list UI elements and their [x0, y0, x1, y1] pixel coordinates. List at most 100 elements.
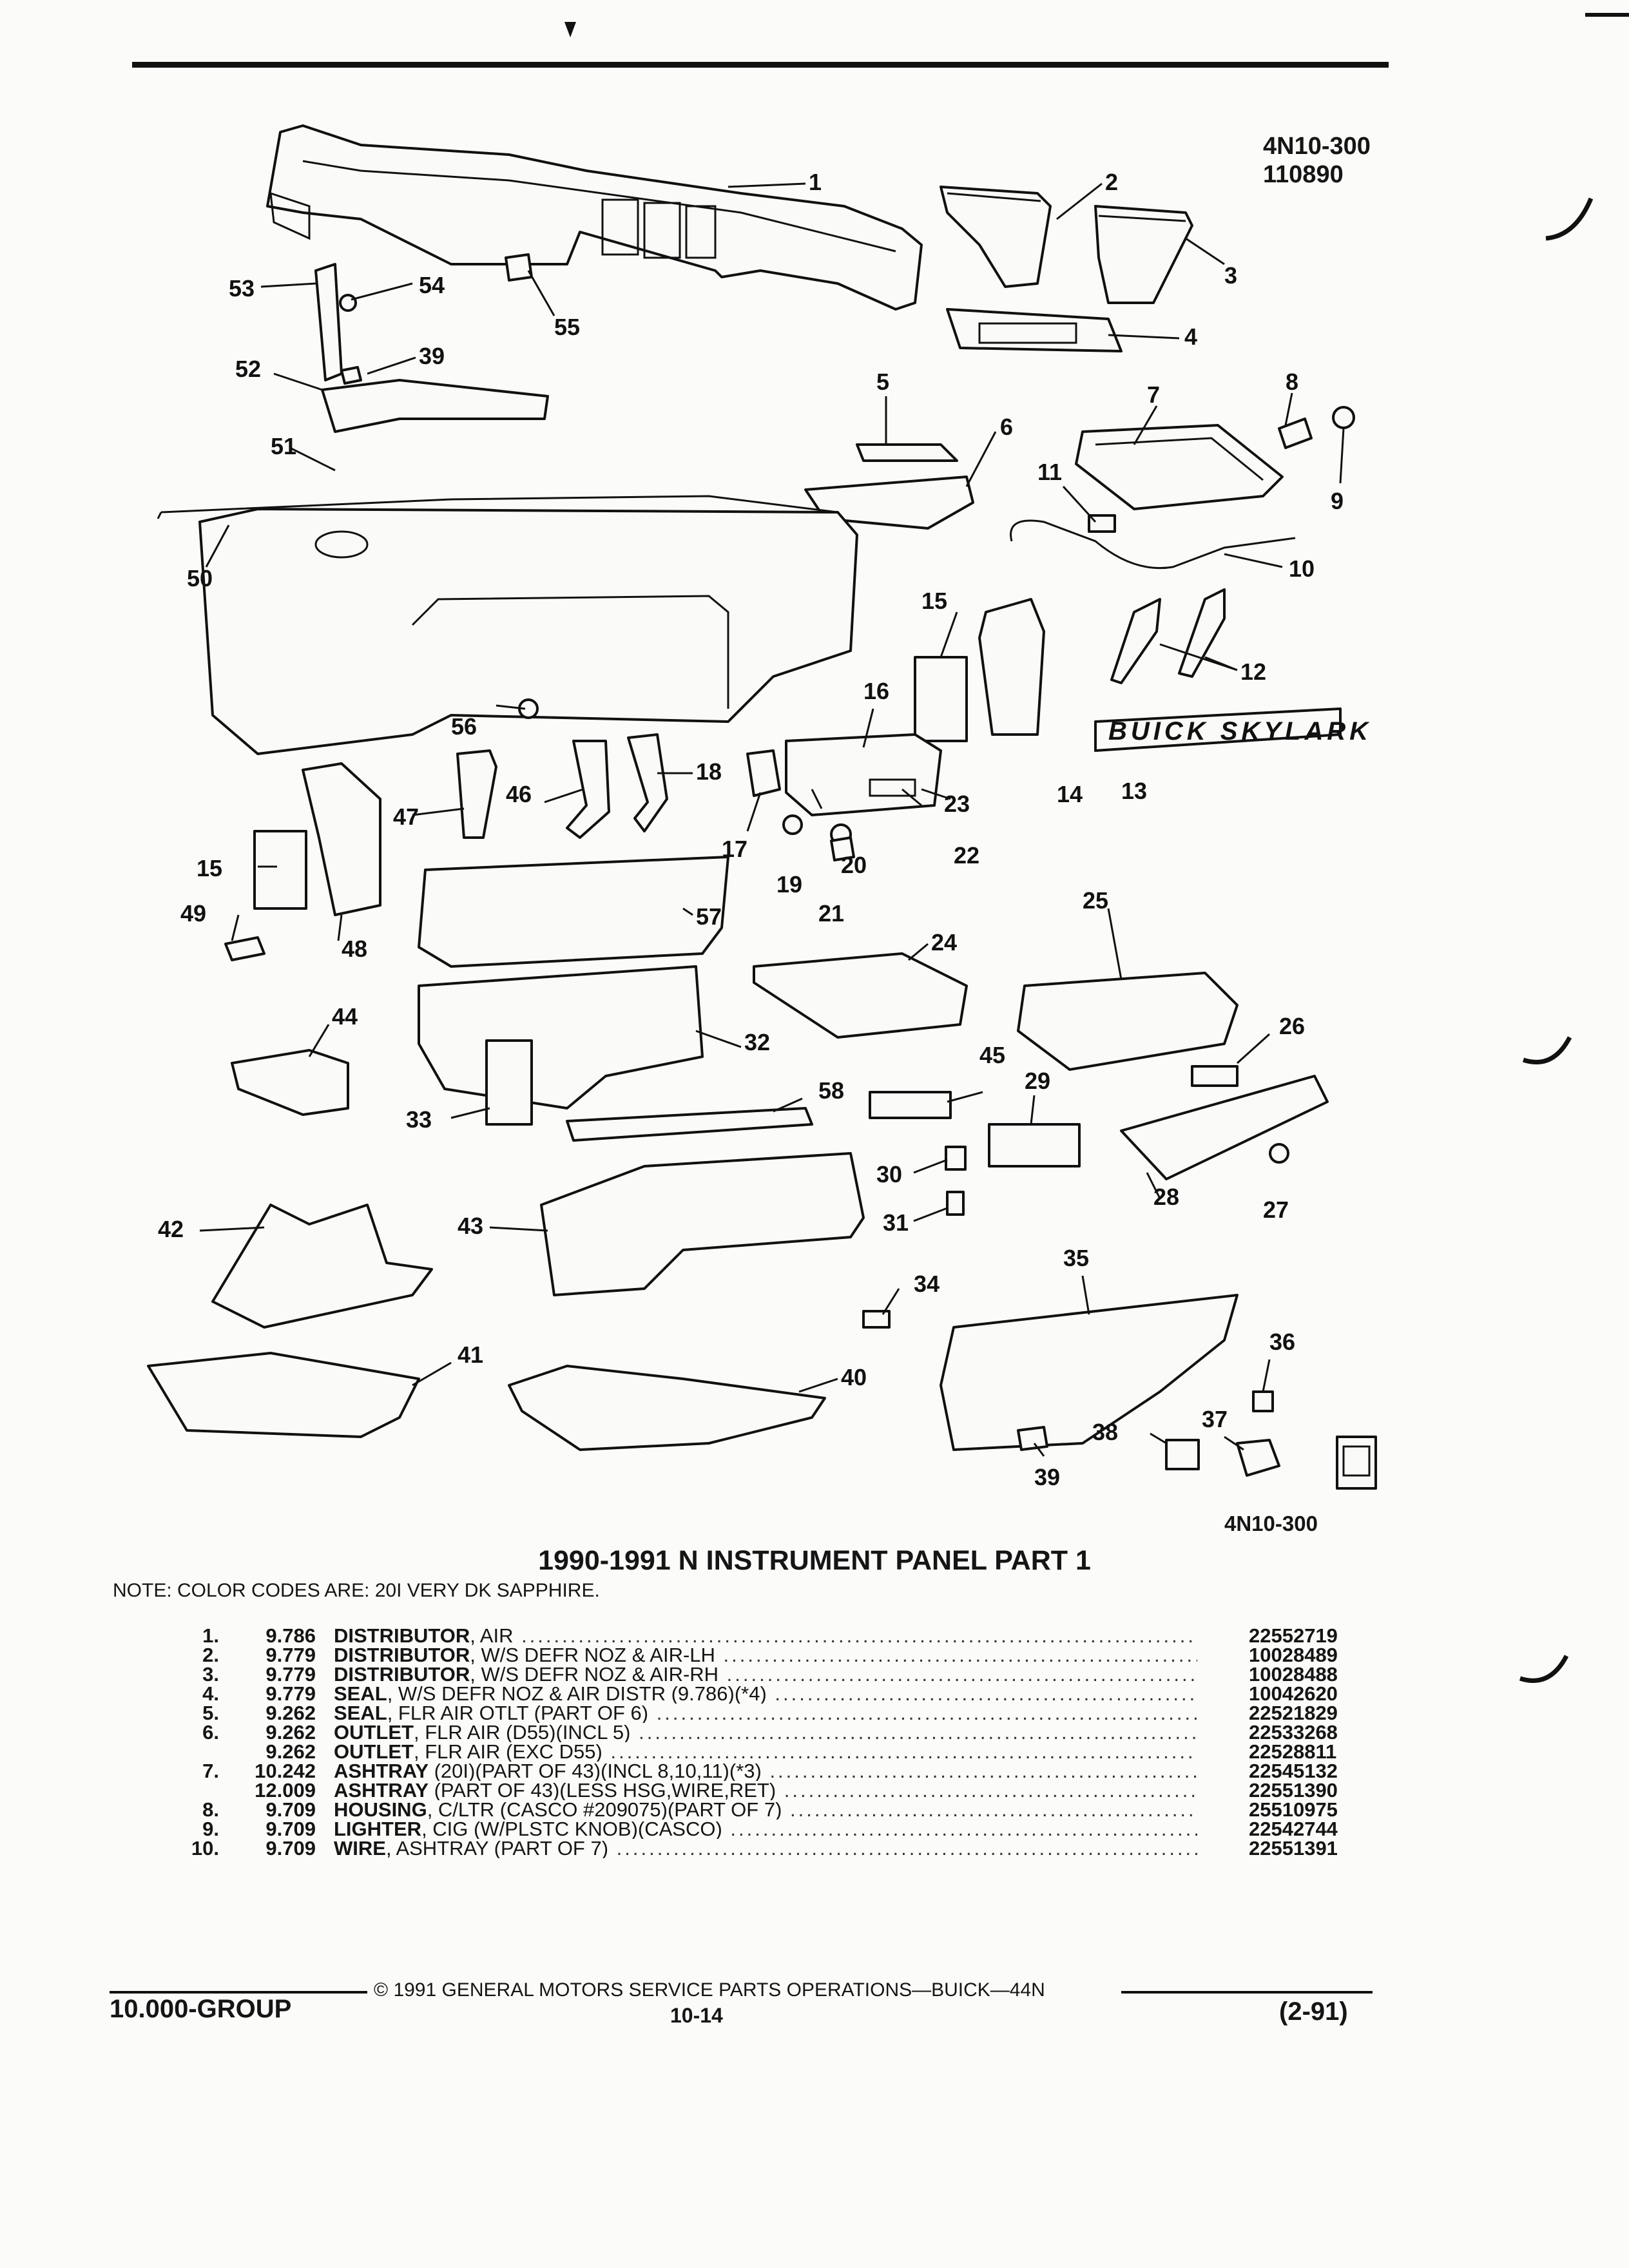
diagram-date-code: 110890 [1263, 161, 1344, 188]
item-name: DISTRIBUTOR [334, 1626, 470, 1646]
callout-17: 17 [722, 836, 747, 862]
dot-leader: ........................................… [616, 1839, 1197, 1858]
binding-mark-top [1545, 197, 1594, 241]
item-number: 3. [202, 1663, 219, 1686]
part-clip-54 [339, 294, 357, 312]
part-clip-39-top [340, 366, 362, 385]
part-fastener-37 [1236, 1439, 1280, 1477]
callout-9: 9 [1331, 488, 1344, 514]
part-clip-39-bottom [1017, 1426, 1048, 1451]
reference-number: 9.786 [265, 1624, 316, 1647]
callout-29: 29 [1025, 1068, 1050, 1094]
item-description: ASHTRAY (PART OF 43)(LESS HSG,WIRE,RET) … [334, 1781, 1197, 1800]
part-ashtray-wire [1010, 519, 1296, 570]
item-name: SEAL [334, 1704, 387, 1723]
part-cluster-bezel [418, 965, 704, 1110]
item-description: OUTLET, FLR AIR (D55)(INCL 5) ..........… [334, 1723, 1197, 1742]
dot-leader: ........................................… [656, 1704, 1197, 1723]
part-panel-top-pad [157, 495, 838, 519]
parts-list-row: 10. 9.709 WIRE, ASHTRAY (PART OF 7) ......… [148, 1837, 1373, 1860]
callout-4: 4 [1184, 323, 1197, 350]
reference-number: 9.262 [265, 1740, 316, 1763]
part-glove-box-door [1120, 1075, 1329, 1180]
callout-13: 13 [1121, 778, 1147, 804]
item-detail: , FLR AIR (D55)(INCL 5) [414, 1723, 631, 1742]
item-name: LIGHTER [334, 1820, 422, 1839]
callout-16: 16 [863, 678, 889, 704]
part-bracket-left [1110, 598, 1161, 684]
callout-10: 10 [1289, 555, 1315, 582]
part-bracket-41 [147, 1352, 420, 1438]
part-outlet-45 [869, 1091, 952, 1119]
callout-21: 21 [818, 900, 844, 927]
part-clip-49 [224, 936, 265, 961]
callout-25: 25 [1083, 887, 1108, 914]
callout-50: 50 [187, 565, 213, 591]
item-description: DISTRIBUTOR, W/S DEFR NOZ & AIR-LH .....… [334, 1646, 1197, 1665]
part-air-distributor [266, 124, 923, 311]
part-fastener-38 [1165, 1439, 1200, 1470]
part-glove-box-bin [1017, 972, 1239, 1071]
part-knee-bolster [940, 1294, 1239, 1451]
part-mount-bracket-17 [746, 749, 781, 797]
dot-leader: ........................................… [769, 1762, 1197, 1781]
reference-number: 9.709 [265, 1837, 316, 1860]
callout-8: 8 [1286, 369, 1298, 395]
callout-53: 53 [229, 275, 255, 302]
callout-57: 57 [696, 903, 722, 930]
callout-27: 27 [1263, 1196, 1289, 1223]
part-bracket-40 [508, 1365, 826, 1451]
binding-mark-middle [1522, 1036, 1572, 1064]
item-number: 7. [202, 1760, 219, 1782]
callout-5: 5 [876, 369, 889, 395]
part-seal-floor-air [856, 443, 958, 462]
dot-leader: ........................................… [610, 1742, 1197, 1762]
part-number: 22551391 [1249, 1837, 1338, 1860]
top-rule [132, 62, 1389, 68]
footer-page-number: 10-14 [670, 2004, 723, 2027]
callout-43: 43 [458, 1213, 483, 1239]
dot-leader: ........................................… [639, 1723, 1197, 1742]
item-number: 4. [202, 1682, 219, 1705]
dot-leader: ........................................… [730, 1820, 1197, 1839]
leader-lines [199, 182, 1345, 1457]
part-vent-44 [231, 1049, 349, 1116]
reference-number: 9.262 [265, 1721, 316, 1744]
callout-11: 11 [1037, 459, 1062, 485]
part-distributor-rh [1094, 205, 1193, 304]
part-clip-34 [862, 1310, 891, 1329]
callout-15-left: 15 [197, 855, 222, 881]
reference-number: 10.242 [255, 1760, 316, 1782]
item-description: WIRE, ASHTRAY (PART OF 7) ..............… [334, 1839, 1197, 1858]
part-number: 22552719 [1249, 1624, 1338, 1647]
part-number: 22551390 [1249, 1779, 1338, 1802]
item-detail: , FLR AIR (EXC D55) [414, 1742, 602, 1762]
diagram-code-top: 4N10-300 [1263, 133, 1371, 160]
callout-20: 20 [841, 852, 867, 878]
callout-14: 14 [1057, 781, 1083, 807]
callout-23: 23 [944, 791, 970, 817]
punch-mark [564, 22, 576, 37]
callout-18: 18 [696, 758, 722, 785]
callout-49: 49 [180, 900, 206, 927]
item-number: 10. [191, 1837, 219, 1860]
callout-31: 31 [883, 1209, 909, 1236]
callout-35: 35 [1063, 1245, 1089, 1271]
part-vent-housing-left [302, 762, 381, 916]
item-description: DISTRIBUTOR, AIR .......................… [334, 1626, 1197, 1646]
item-detail: , C/LTR (CASCO #209075)(PART OF 7) [427, 1800, 782, 1820]
callout-6: 6 [1000, 414, 1013, 440]
callout-37: 37 [1202, 1406, 1228, 1432]
item-name: DISTRIBUTOR [334, 1646, 470, 1665]
callout-33: 33 [406, 1106, 432, 1133]
callout-19: 19 [776, 871, 802, 898]
callout-32: 32 [744, 1029, 770, 1055]
callout-34: 34 [914, 1271, 940, 1297]
binding-mark-bottom [1519, 1655, 1569, 1683]
